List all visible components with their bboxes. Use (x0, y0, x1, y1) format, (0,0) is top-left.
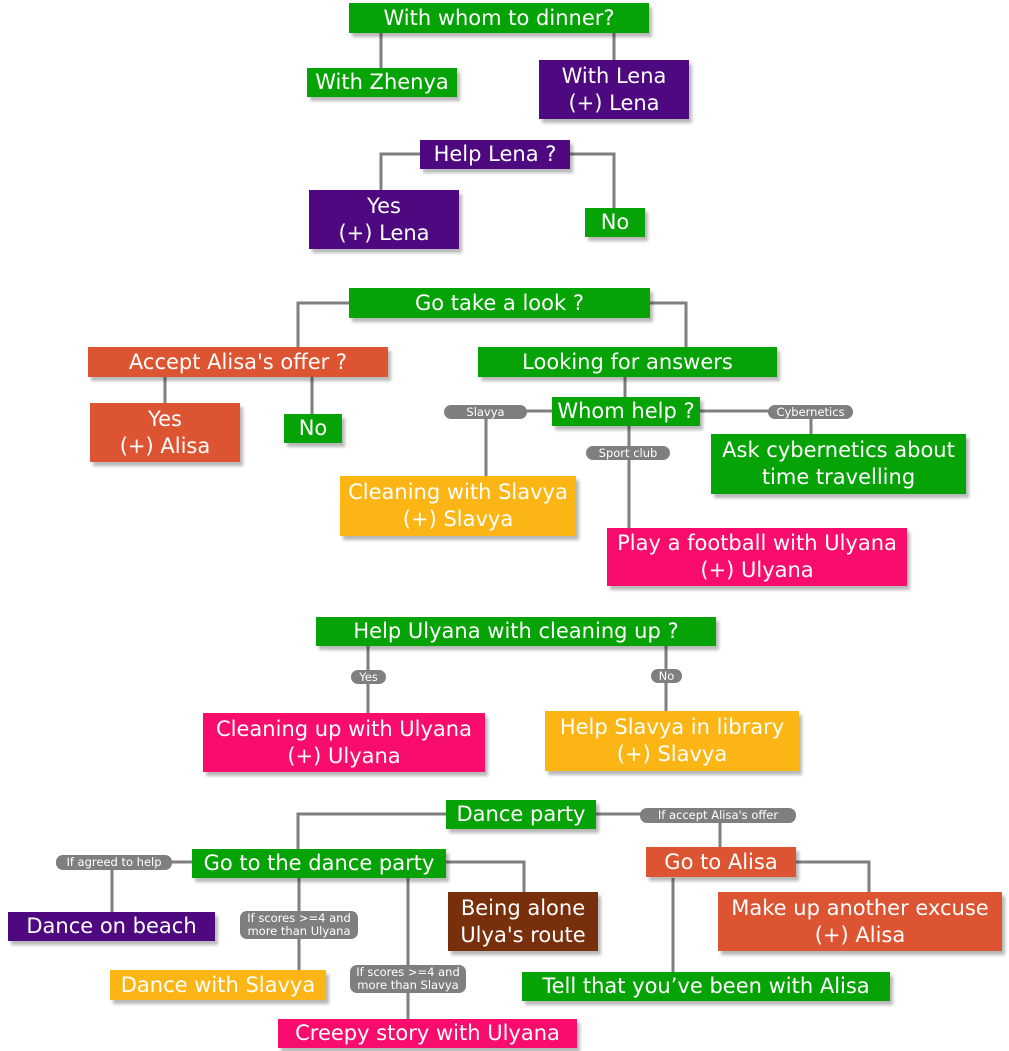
label-text-line2: more than Ulyana (247, 924, 351, 938)
node-alisa-yes: Yes(+) Alisa (90, 403, 240, 462)
connector-helplena-yes (379, 152, 420, 190)
node-label: Help Ulyana with cleaning up ? (353, 619, 679, 643)
node-label: Creepy story with Ulyana (295, 1021, 560, 1045)
label-no: No (651, 669, 682, 683)
connector-go-alone (446, 860, 526, 892)
connector-helplena-no (570, 152, 616, 208)
label-text: No (658, 668, 675, 683)
node-label: Tell that you’ve been with Alisa (542, 974, 870, 998)
node-label-line1: Yes (148, 406, 182, 431)
node-with-zhenya: With Zhenya (307, 68, 457, 97)
node-ask-cybernetics: Ask cybernetics about time travelling (711, 434, 966, 494)
node-dance-with-slavya: Dance with Slavya (110, 970, 326, 1000)
node-cleaning-with-slavya: Cleaning with Slavya (+) Slavya (340, 476, 576, 536)
node-dance-on-beach: Dance on beach (8, 912, 215, 941)
node-go-to-alisa: Go to Alisa (646, 847, 796, 877)
node-help-lena-yes: Yes(+) Lena (309, 190, 459, 249)
label-text: Slavya (466, 404, 505, 419)
label-text: If accept Alisa's offer (657, 808, 779, 822)
node-label-line2: (+) Ulyana (287, 743, 401, 768)
connector-look-answers (650, 301, 688, 347)
label-text: Cybernetics (776, 404, 845, 419)
node-label-line1: With Lena (561, 63, 667, 88)
connector-alisa-excuse (796, 860, 871, 892)
connector-dance-go (296, 812, 446, 849)
node-label: Dance on beach (26, 914, 197, 938)
node-label-line2: (+) Lena (338, 220, 430, 245)
connector-look-alisa (296, 301, 349, 347)
node-label-line2: (+) Alisa (814, 922, 906, 947)
node-go-to-dance-party: Go to the dance party (192, 849, 446, 878)
node-label-line1: Ask cybernetics about (722, 438, 955, 462)
node-label-line2: time travelling (761, 465, 916, 489)
node-label-line1: Being alone (460, 895, 586, 920)
node-cleaning-up-with-ulyana: Cleaning up with Ulyana(+) Ulyana (203, 713, 485, 772)
node-label: Dance party (456, 802, 586, 826)
node-label: Go to the dance party (203, 851, 435, 875)
node-with-whom-to-dinner: With whom to dinner? (349, 3, 649, 33)
node-label-line1: Cleaning with Slavya (348, 480, 568, 504)
node-help-lena: Help Lena ? (420, 140, 570, 169)
node-help-ulyana-cleaning: Help Ulyana with cleaning up ? (316, 617, 716, 646)
label-text: Yes (359, 669, 378, 684)
node-label-line1: Yes (367, 193, 401, 218)
node-label-line2: (+) Slavya (402, 507, 514, 531)
node-dance-party: Dance party (446, 800, 596, 829)
node-label: With Zhenya (315, 70, 449, 94)
node-looking-for-answers: Looking for answers (478, 347, 777, 377)
node-accept-alisa-offer: Accept Alisa's offer ? (88, 347, 388, 377)
node-label: Help Lena ? (433, 142, 557, 166)
node-label: No (600, 210, 630, 234)
node-label-line2: (+) Ulyana (700, 558, 814, 582)
label-text: If agreed to help (66, 855, 162, 869)
label-text-line1: If scores >=4 and (356, 965, 460, 979)
node-tell-been-with-alisa: Tell that you’ve been with Alisa (522, 972, 890, 1001)
label-text: Sport club (598, 445, 658, 460)
node-with-lena: With Lena(+) Lena (539, 60, 689, 119)
node-label: With whom to dinner? (383, 5, 615, 30)
node-label-line2: Ulya's route (460, 922, 586, 947)
node-label-line2: (+) Alisa (119, 433, 211, 458)
label-yes: Yes (351, 670, 386, 684)
node-label: Whom help ? (557, 399, 695, 423)
node-make-up-excuse: Make up another excuse(+) Alisa (718, 892, 1002, 951)
node-label: Looking for answers (522, 349, 733, 374)
node-label-line1: Help Slavya in library (559, 715, 785, 739)
node-go-take-a-look: Go take a look ? (349, 288, 650, 318)
node-label-line1: Play a football with Ulyana (617, 531, 897, 555)
node-label: Go take a look ? (415, 290, 584, 315)
label-if-agreed-to-help: If agreed to help (56, 855, 172, 870)
connector-whom-slavya (484, 409, 552, 476)
label-text-line1: If scores >=4 and (247, 911, 351, 925)
node-creepy-story-ulyana: Creepy story with Ulyana (278, 1019, 577, 1048)
node-label: No (298, 416, 328, 440)
node-alisa-no: No (284, 414, 342, 443)
node-help-slavya-library: Help Slavya in library (+) Slavya (545, 711, 799, 771)
node-label-line2: (+) Slavya (616, 742, 728, 766)
node-label: Accept Alisa's offer ? (128, 349, 348, 374)
node-label: Dance with Slavya (120, 972, 316, 997)
node-football-with-ulyana: Play a football with Ulyana (+) Ulyana (607, 528, 907, 586)
label-text-line2: more than Slavya (357, 978, 459, 992)
label-if-accept-alisa: If accept Alisa's offer (640, 808, 796, 823)
node-help-lena-no: No (585, 208, 645, 237)
node-label-line1: Make up another excuse (731, 895, 989, 920)
label-slavya: Slavya (444, 405, 527, 419)
node-whom-help: Whom help ? (552, 397, 700, 426)
label-cybernetics: Cybernetics (768, 405, 853, 419)
node-label-line2: (+) Lena (568, 90, 660, 115)
label-sport-club: Sport club (586, 446, 670, 460)
node-label: Go to Alisa (664, 849, 778, 874)
node-label-line1: Cleaning up with Ulyana (216, 716, 472, 741)
